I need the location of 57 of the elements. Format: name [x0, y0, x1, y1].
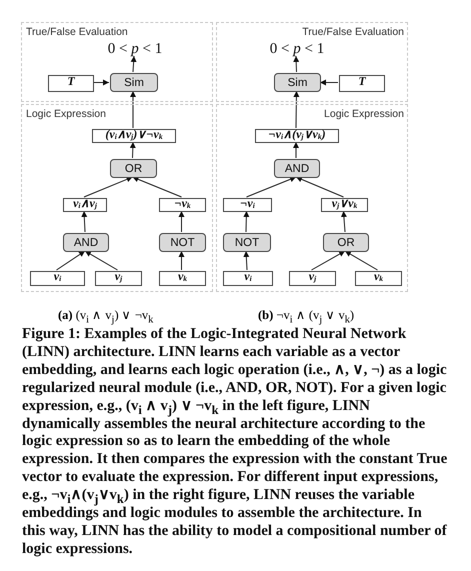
arrow — [340, 210, 347, 232]
arrow — [84, 250, 118, 270]
panel-heading: True/False Evaluation — [302, 26, 404, 38]
expression-box: T — [48, 75, 94, 92]
operator-box: AND — [274, 159, 320, 178]
expression-box: v$_{i}$∧v$_{j}$ — [63, 198, 107, 212]
arrow — [56, 250, 86, 270]
dashed-panel — [216, 22, 408, 102]
subfigure-label: (a) (v$_{i}$ ∧ v$_{j}$) ∨ ¬v$_{k}$ — [58, 307, 154, 323]
arrow — [130, 90, 136, 128]
arrow — [132, 176, 182, 198]
dashed-panel — [21, 104, 213, 292]
expression-box: v$_{i}$ — [223, 271, 273, 286]
arrow — [84, 176, 133, 198]
arrow — [243, 210, 250, 232]
expression-box: T — [339, 75, 385, 92]
arrow — [130, 56, 137, 72]
operator-box: OR — [110, 159, 157, 178]
arrow — [243, 250, 250, 270]
operator-box: Sim — [110, 73, 158, 92]
panel-heading: Logic Expression — [324, 108, 404, 120]
operator-box: Sim — [274, 73, 321, 92]
arrow — [293, 142, 299, 158]
figure-caption: Figure 1: Examples of the Logic-Integrated Neural Network (LINN) architecture. LINN learns each variable as a vector embedding, and learns each logic operation (i.e., ∧, ∨, ¬) as a logic regularized neural module (i.e., AND, OR, NOT). For a given logic expression, e.g., (v$_{i}$ ∧ v$_{j}$) ∨ ¬v$_{k}$ in the left figure, LINN dynamically assembles the neural architecture according to the logic expression so as to learn the embedding of the whole expression. It then compares the expression with the constant True vector to evaluate the expression. For different input expressions, e.g., ¬v$_{i}$∧(v$_{j}$∨v$_{k}$) in the right figure, LINN reuses the variable embeddings and logic modules to assemble the architecture. In this way, LINN has the ability to model a compositional number of logic expressions. — [22, 326, 448, 559]
expression-box: (v$_{i}$∧v$_{j}$)∨¬v$_{k}$ — [92, 129, 176, 143]
panel-heading: Logic Expression — [26, 108, 106, 120]
operator-box: NOT — [223, 233, 271, 252]
arrow — [178, 210, 184, 232]
expression-box: ¬v$_{i}$∧(v$_{j}$∨v$_{k}$) — [255, 129, 339, 143]
expression-box: v$_{j}$ — [289, 271, 336, 286]
arrow — [293, 90, 300, 128]
arrow — [311, 250, 346, 270]
expression-box: ¬v$_{k}$ — [159, 198, 206, 212]
arrow — [320, 80, 338, 86]
dashed-panel — [216, 104, 408, 292]
probability-text: 0 < p < 1 — [105, 41, 165, 57]
arrow — [296, 176, 344, 198]
panel-heading: True/False Evaluation — [26, 26, 128, 38]
operator-box: AND — [63, 233, 109, 252]
operator-box: OR — [323, 233, 369, 252]
expression-box: v$_{k}$ — [159, 271, 206, 286]
arrow — [81, 210, 88, 232]
arrow — [293, 56, 300, 72]
arrow — [178, 250, 184, 270]
expression-box: v$_{j}$ — [95, 271, 142, 286]
arrow — [246, 176, 296, 198]
operator-box: NOT — [159, 233, 206, 252]
arrow — [92, 80, 110, 86]
expression-box: v$_{k}$ — [355, 271, 402, 286]
subfigure-label: (b) ¬v$_{i}$ ∧ (v$_{j}$ ∨ v$_{k}$) — [258, 307, 354, 323]
expression-box: ¬v$_{i}$ — [223, 198, 272, 212]
arrow — [344, 250, 378, 270]
arrow — [130, 142, 136, 158]
expression-box: v$_{j}$∨v$_{k}$ — [321, 198, 368, 212]
expression-box: v$_{i}$ — [30, 271, 85, 286]
dashed-panel — [21, 22, 213, 102]
probability-text: 0 < p < 1 — [267, 41, 327, 57]
